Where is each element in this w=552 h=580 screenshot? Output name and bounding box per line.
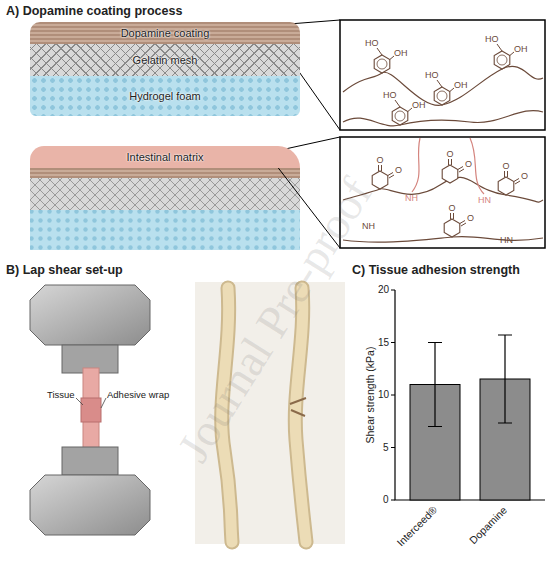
aromatic-circle [437,91,447,101]
chain [343,111,543,126]
hydroxyl-label: HO [485,34,499,44]
double-bond [451,213,467,226]
bond [497,44,514,56]
tick-label: 5 [383,442,389,454]
axis-title: Shear strength (kPa) [364,347,376,444]
hydroxyl-label: OH [454,80,468,90]
aromatic-circle [377,59,387,69]
matrix-strand [470,138,484,194]
category-label: Dopamine [467,504,509,546]
tissue-photo [195,282,345,544]
grip-body [30,285,150,345]
catechol-ring [434,87,450,105]
part-label: Tissue [47,390,75,401]
layer-label: Gelatin mesh [133,54,198,66]
axis-tick [391,290,395,500]
tick-label: 20 [378,284,389,296]
oxygen-label: O [521,171,528,181]
oxygen-label: O [377,155,384,165]
bond [437,80,454,92]
panel-title: A) Dopamine coating process [6,4,182,18]
double-bond [505,171,521,184]
quinone-ring [442,165,458,183]
tick-label: 0 [383,494,389,506]
oxygen-label: O [503,161,510,171]
tick-label: 10 [378,389,389,401]
watermark: Journal Pre-proof [167,169,383,471]
error-bar [428,343,442,427]
layer-label: Intestinal matrix [126,151,203,163]
oxygen-label: O [465,159,472,169]
bond [377,48,394,60]
quinone-ring [372,171,388,189]
double-bond [449,159,465,172]
chain [343,236,543,242]
mesh-layer [30,178,300,210]
bar-chart [391,290,545,500]
part-label: Adhesive wrap [107,390,169,401]
quinone-ring [498,177,514,195]
adhesive-wrap [81,398,101,422]
tick-label: 15 [378,337,389,349]
hydroxyl-label: HO [365,38,379,48]
category-label: Interceed® [394,504,439,549]
leader-line [76,398,106,408]
oxygen-label: O [449,203,456,213]
aromatic-circle [395,111,405,121]
grip-body [30,475,150,535]
layer-band: Dopamine coating [30,22,300,44]
matrix-strand [412,138,420,192]
double-bond [379,165,395,178]
panel-title: B) Lap shear set-up [6,263,123,277]
amine-label: HN [478,195,491,205]
hydroxyl-label: HO [425,70,439,80]
oxygen-label: O [447,149,454,159]
catechol-ring [392,107,408,125]
layer-band: Intestinal matrix [30,146,300,168]
hydroxyl-label: OH [412,100,426,110]
tissue-sample [222,288,232,542]
hydroxyl-label: OH [514,44,528,54]
aromatic-circle [497,55,507,65]
layer-band: Hydrogel foam [30,76,300,116]
zoom-box [340,20,545,130]
grip-jaw [62,447,118,475]
foam-layer [30,210,300,250]
catechol-ring [374,55,390,73]
layer-label: Dopamine coating [121,27,210,39]
hydroxyl-label: HO [383,90,397,100]
oxygen-label: O [395,165,402,175]
zoom-box [340,137,545,248]
coating-layer [30,168,300,178]
chemical-structures [372,44,520,237]
quinone-ring [444,219,460,237]
chain [343,66,543,105]
error-bar [498,335,512,423]
amine-label: NH [362,221,375,231]
panel-title: C) Tissue adhesion strength [352,263,520,277]
oxygen-label: O [467,213,474,223]
tissue-break [290,398,306,416]
amine-label: HN [500,235,513,245]
layer-label: Hydrogel foam [129,90,201,102]
catechol-ring [494,51,510,69]
bond [395,100,412,112]
tissue-sample [222,288,232,542]
layer-band: Gelatin mesh [30,44,300,76]
second-layer-stack [30,168,300,250]
hydroxyl-label: OH [394,48,408,58]
tensile-grips [30,285,150,535]
matrix-strands [412,138,484,194]
polymer-chains [343,66,543,242]
photo-background [195,282,345,544]
chart-axis [395,290,545,500]
amine-label: NH [405,193,418,203]
